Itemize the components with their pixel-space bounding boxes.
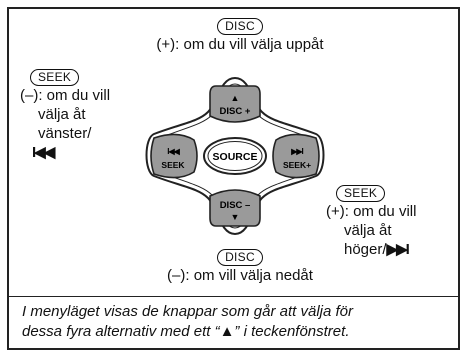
seek-plus-button[interactable]: ▶▶I SEEK+ (272, 133, 320, 179)
disc-up-text: (+): om du vill välja uppåt (156, 36, 324, 53)
seek-back-icon: I◀◀ (167, 147, 180, 156)
disc-up-annotation: DISC (+): om du vill välja uppåt (150, 16, 330, 54)
four-way-controller: ▲ DISC + DISC – ▼ I◀◀ SEEK ▶▶I SEEK+ SOU… (145, 76, 325, 236)
skip-back-icon: I◀◀ (32, 144, 55, 161)
source-button[interactable]: SOURCE (203, 137, 267, 175)
seek-right-line-2: välja åt (344, 222, 392, 239)
down-arrow-icon: ▼ (231, 212, 240, 222)
disc-minus-button[interactable]: DISC – ▼ (209, 189, 261, 227)
source-label: SOURCE (213, 151, 258, 163)
disc-pill-bottom: DISC (217, 249, 263, 266)
seek-pill-left: SEEK (30, 69, 80, 86)
seek-left-line-2: välja åt (38, 106, 86, 123)
caption-divider (7, 296, 460, 297)
seek-left-annotation: SEEK (–): om du vill välja åt vänster/ I… (20, 67, 150, 162)
seek-left-line-1: (–): om du vill (20, 87, 111, 104)
caption-line-2: dessa fyra alternativ med ett “▲” i teck… (22, 323, 350, 340)
disc-pill-top: DISC (217, 18, 263, 35)
up-arrow-icon: ▲ (231, 93, 240, 103)
seek-forward-icon: ▶▶I (290, 147, 303, 156)
seek-left-line-3: vänster/ (38, 125, 92, 142)
caption-line-1: I menyläget visas de knappar som går att… (22, 303, 353, 320)
disc-down-annotation: DISC (–): om vill välja nedåt (140, 247, 340, 285)
figure-frame (7, 7, 460, 350)
seek-minus-button[interactable]: I◀◀ SEEK (150, 133, 198, 179)
seek-minus-label: SEEK (161, 160, 185, 170)
caption-note: I menyläget visas de knappar som går att… (22, 302, 452, 342)
skip-forward-icon: ▶▶I (386, 241, 410, 258)
seek-pill-right: SEEK (336, 185, 386, 202)
disc-down-text: (–): om vill välja nedåt (167, 267, 313, 284)
disc-minus-label: DISC – (220, 200, 251, 211)
disc-plus-button[interactable]: ▲ DISC + (209, 85, 261, 123)
seek-right-annotation: SEEK (+): om du vill välja åt höger/▶▶I (326, 183, 456, 259)
seek-plus-label: SEEK+ (283, 160, 311, 170)
disc-plus-label: DISC + (220, 106, 251, 117)
seek-right-line-3: höger/ (344, 241, 387, 258)
seek-right-line-1: (+): om du vill (326, 203, 417, 220)
